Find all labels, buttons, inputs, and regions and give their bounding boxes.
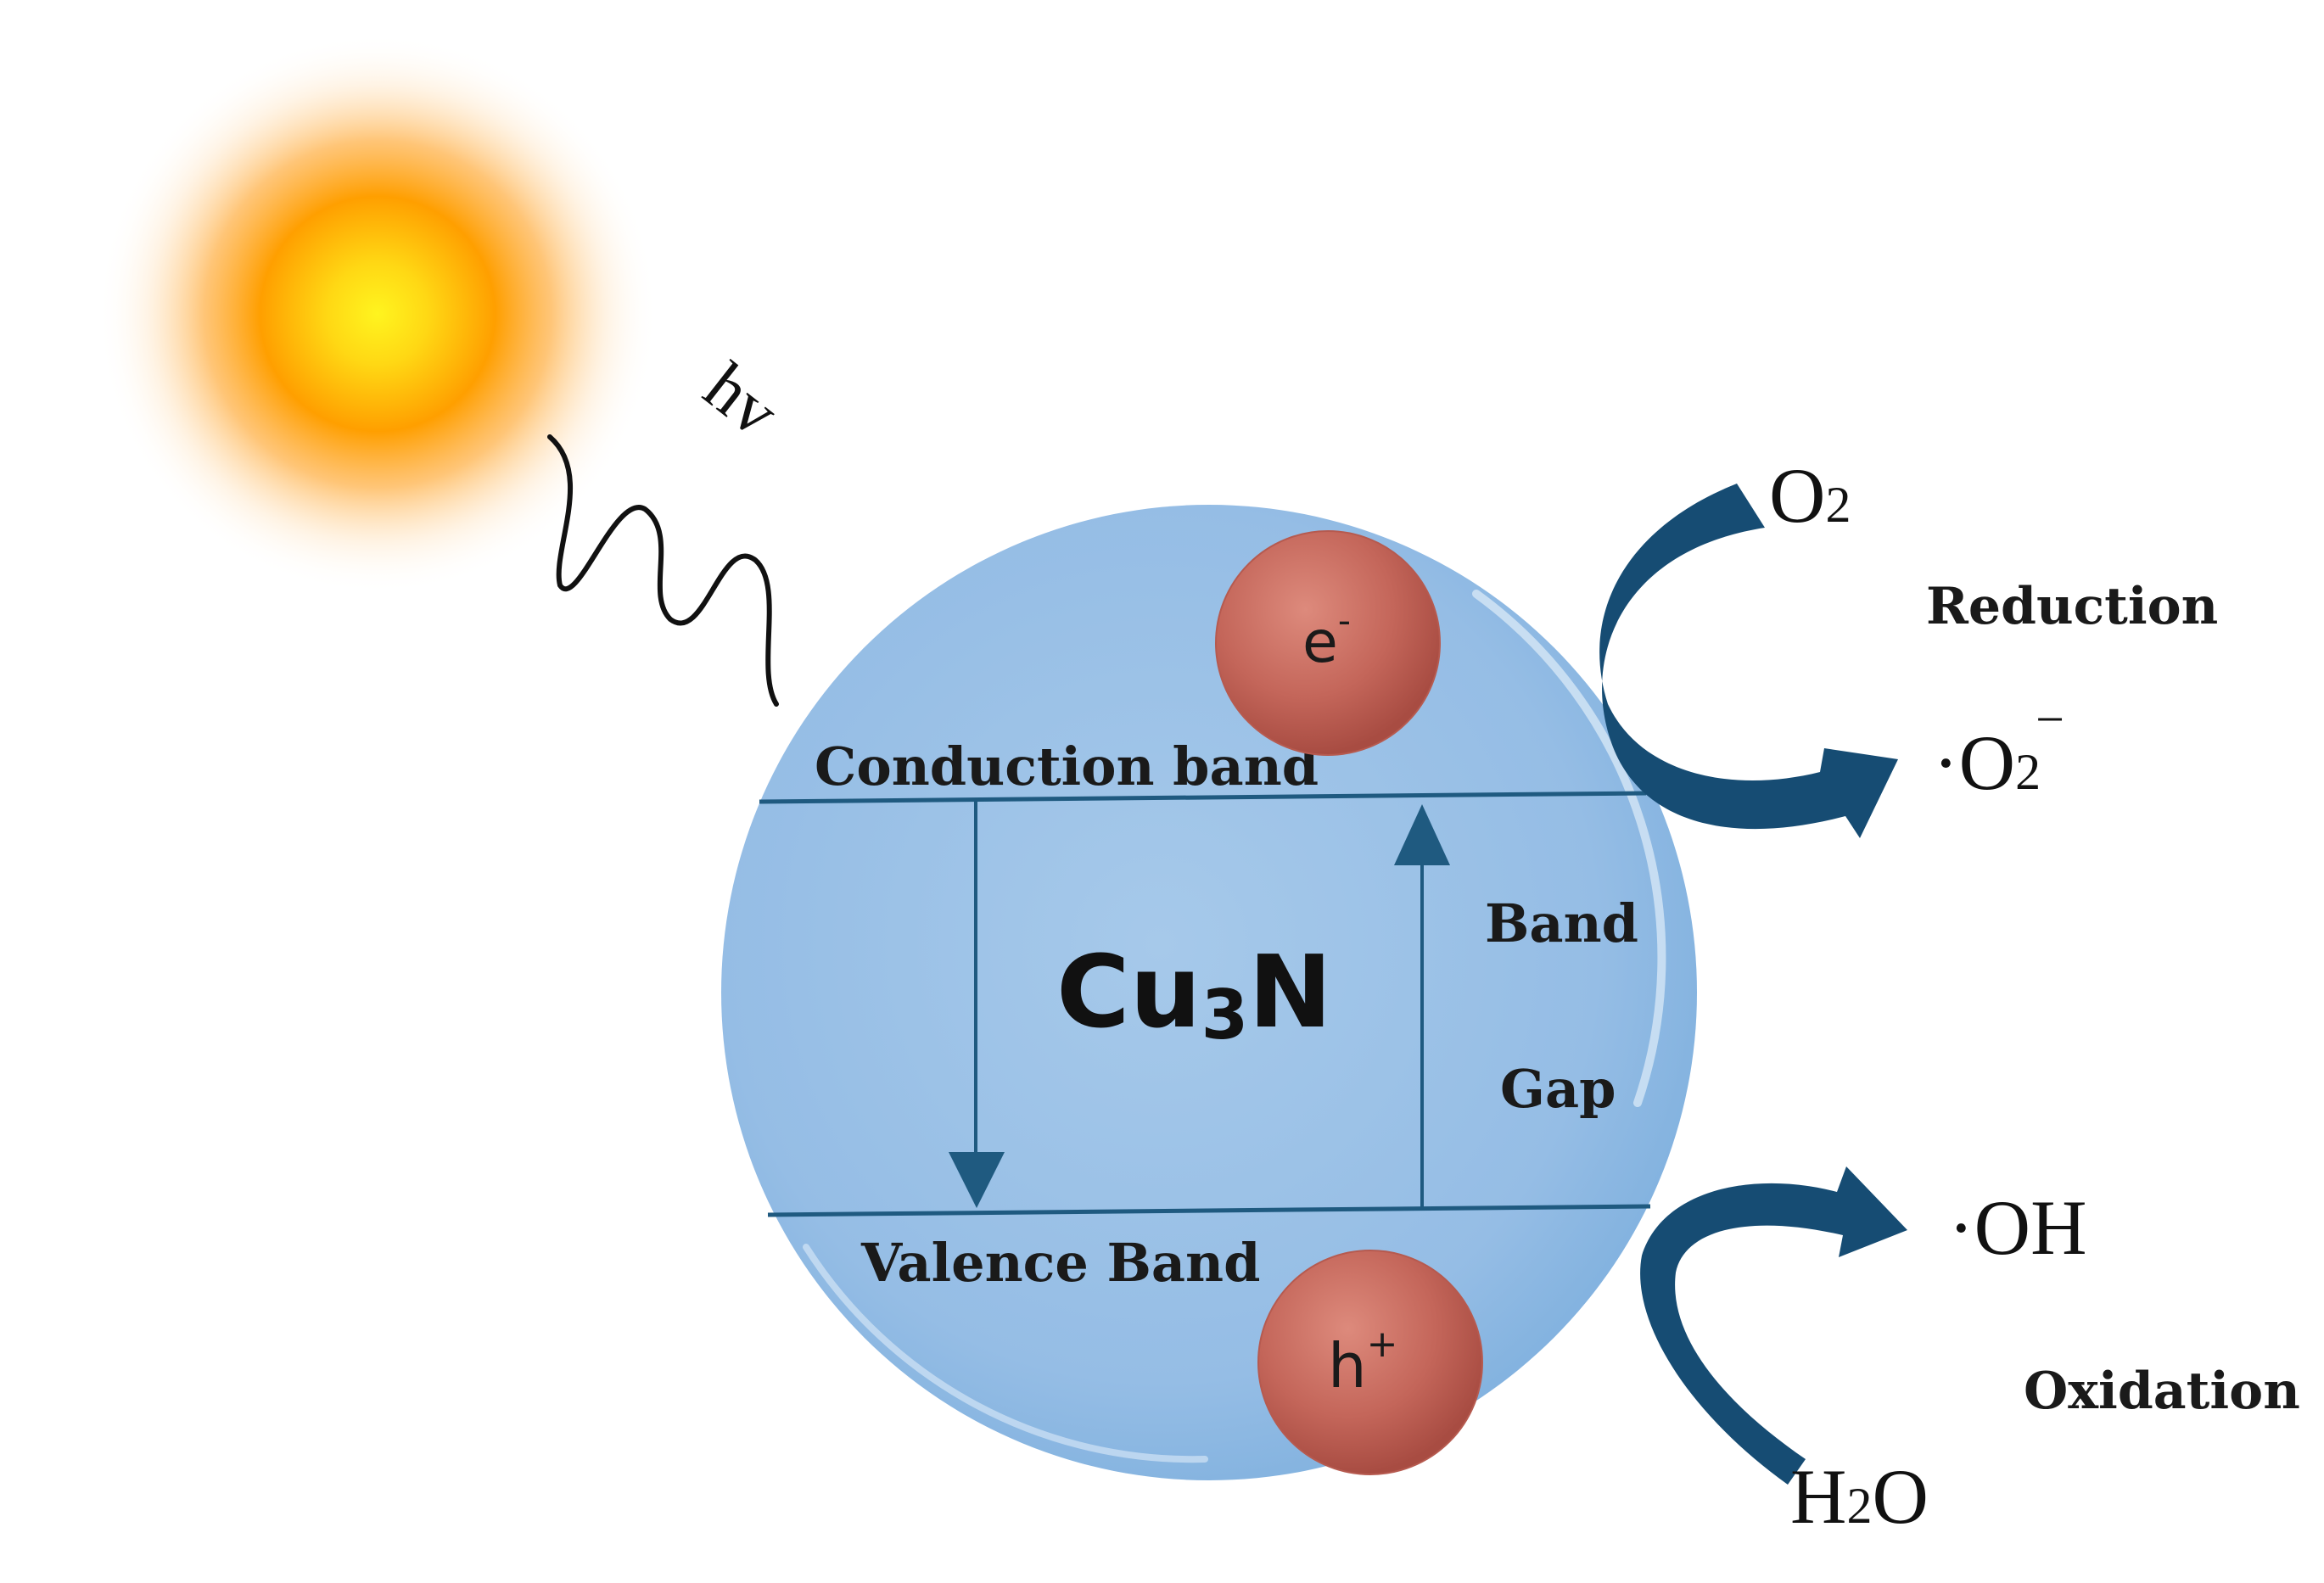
superoxide-main: ·O	[1933, 719, 2015, 806]
electron-charge: -	[1338, 600, 1351, 641]
sphere-rim-highlight-lower	[803, 1244, 1208, 1463]
electron-symbol: e	[1302, 609, 1338, 676]
reduction-label: Reduction	[1926, 577, 2218, 636]
material-label: Cu3N	[1056, 933, 1332, 1054]
oxidation-arrow-icon	[1640, 1166, 1907, 1485]
o2-reactant-label: O2	[1769, 452, 1851, 539]
superoxide-charge: −	[2036, 691, 2064, 747]
water-tail: O	[1872, 1453, 1928, 1540]
water-subscript: 2	[1846, 1478, 1872, 1534]
conduction-band-label: Conduction band	[815, 736, 1319, 797]
band-gap-label-line1: Band	[1485, 892, 1638, 954]
valence-band-line	[767, 1204, 1651, 1217]
water-reactant-label: H2O	[1790, 1453, 1929, 1540]
hole-symbol: h	[1328, 1330, 1367, 1401]
excitation-arrow-head	[1394, 804, 1450, 865]
cu3n-particle	[721, 505, 1697, 1480]
band-gap-label-line2: Gap	[1500, 1058, 1616, 1120]
hole-particle	[1257, 1250, 1483, 1475]
material-label-main: Cu	[1056, 933, 1201, 1050]
electron-particle	[1215, 530, 1441, 756]
water-main: H	[1790, 1453, 1846, 1540]
light-wave-icon	[547, 434, 779, 707]
o2-subscript: 2	[1825, 477, 1851, 533]
electron-label: e-	[1302, 600, 1351, 676]
material-label-tail: N	[1248, 933, 1332, 1050]
hv-label: hv	[691, 348, 793, 451]
valence-band-label: Valence Band	[860, 1232, 1260, 1294]
superoxide-subscript: 2	[2015, 744, 2041, 800]
o2-main: O	[1769, 452, 1825, 539]
sun-icon	[98, 34, 658, 594]
hydroxyl-product-label: ·OH	[1948, 1184, 2087, 1271]
oxidation-label: Oxidation	[2024, 1362, 2300, 1421]
conduction-band-line	[759, 791, 1647, 804]
superoxide-product-label: ·O2−	[1933, 691, 2064, 806]
hole-charge: +	[1367, 1323, 1398, 1366]
hole-label: h+	[1328, 1323, 1398, 1401]
recombination-arrow-head	[949, 1152, 1005, 1208]
sphere-rim-highlight	[1472, 590, 1666, 1107]
reduction-arrow-icon	[1599, 484, 1898, 838]
material-label-subscript: 3	[1201, 976, 1249, 1054]
